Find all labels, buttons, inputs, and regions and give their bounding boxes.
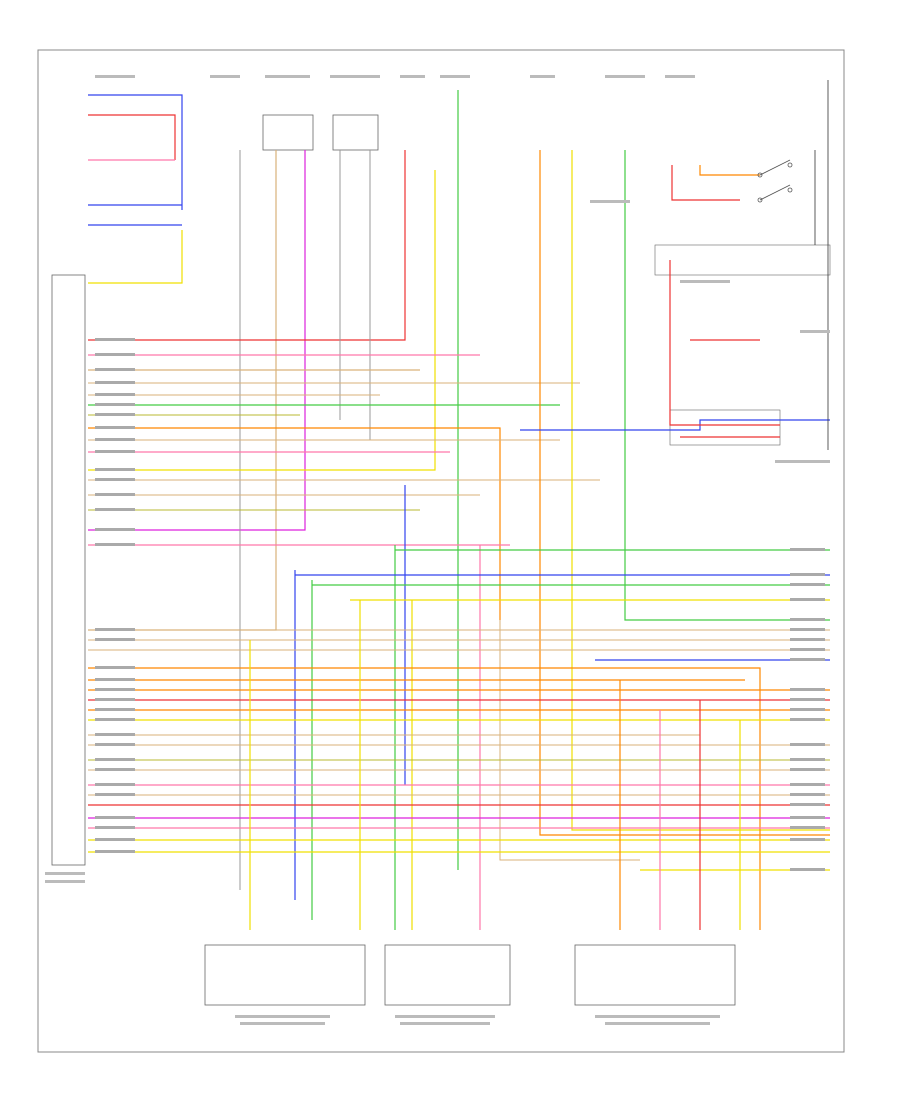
wire-magenta-1 (88, 150, 306, 531)
wire-yellow-2 (88, 170, 436, 471)
component-labels-top (95, 75, 830, 463)
wire-orange-long (539, 150, 830, 836)
wire-blue-top (88, 94, 183, 210)
wire-red-right-2 (669, 260, 780, 426)
wire-yellow-left (88, 230, 183, 284)
module-labels-bottom (45, 872, 720, 1025)
wire-orange-h21 (88, 667, 761, 930)
top-component-1 (262, 114, 314, 151)
wire-orange-right-1 (699, 165, 760, 176)
wire-tan-v7 (499, 620, 640, 861)
wire-tan-1 (88, 150, 277, 631)
dual-seat-module (384, 944, 511, 1006)
wire-red-top (88, 114, 176, 160)
wire-yellow-long (571, 150, 830, 831)
top-component-2 (332, 114, 379, 151)
wire-red-right-1 (671, 165, 740, 201)
main-connector (51, 274, 86, 866)
passenger-seat-module (574, 944, 736, 1006)
right-component-mid (669, 409, 781, 446)
right-component-upper (654, 244, 831, 276)
switch-symbol-right (757, 159, 793, 203)
pin-labels-left (95, 338, 135, 853)
wire-green-long (624, 150, 830, 621)
pin-labels-right (790, 548, 825, 871)
wire-red-1 (88, 150, 406, 341)
diagram-frame (37, 49, 845, 1053)
driver-seat-module (204, 944, 366, 1006)
wire-orange-h7 (88, 427, 501, 620)
